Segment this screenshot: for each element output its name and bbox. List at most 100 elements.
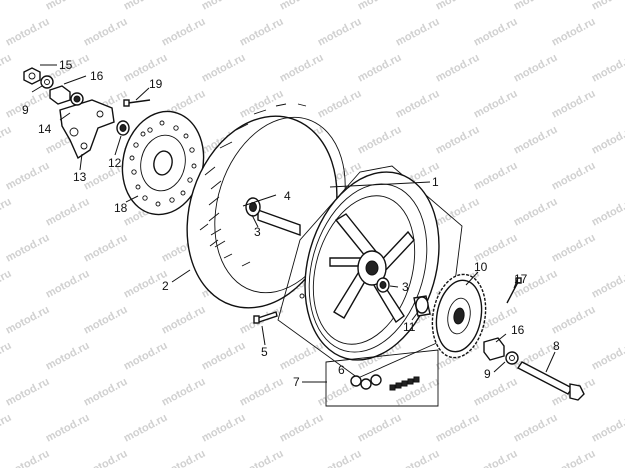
watermark-text: motod.ru [0, 124, 14, 157]
bolt-17 [506, 277, 522, 304]
watermark-text: motod.ru [550, 232, 598, 265]
watermark-text: motod.ru [0, 196, 14, 229]
watermark-text: motod.ru [160, 448, 208, 468]
watermark-text: motod.ru [160, 376, 208, 409]
watermark-text: motod.ru [394, 448, 442, 468]
watermark-text: motod.ru [44, 412, 92, 445]
watermark-text: motod.ru [44, 340, 92, 373]
callout-4: 4 [284, 189, 291, 203]
watermark-text: motod.ru [434, 0, 482, 13]
watermark-text: motod.ru [512, 196, 560, 229]
watermark-text: motod.ru [356, 0, 404, 13]
washer-9-lower [505, 351, 519, 365]
callout-17: 17 [514, 272, 528, 286]
watermark-text: motod.ru [590, 0, 625, 13]
watermark-text: motod.ru [356, 52, 404, 85]
callout-16-lower: 16 [511, 323, 525, 337]
callout-19: 19 [149, 77, 163, 91]
watermark-text: motod.ru [512, 52, 560, 85]
watermark-text: motod.ru [238, 448, 286, 468]
callout-3-right: 3 [402, 280, 409, 294]
watermark-text: motod.ru [590, 412, 625, 445]
small-ring-14 [70, 92, 84, 106]
watermark-text: motod.ru [590, 124, 625, 157]
callout-3-left: 3 [254, 225, 261, 239]
callout-15: 15 [59, 58, 73, 72]
watermark-text: motod.ru [4, 376, 52, 409]
washer-9-upper [40, 75, 54, 89]
rear-sprocket [431, 273, 487, 359]
callout-14: 14 [38, 122, 52, 136]
nut-15 [23, 67, 41, 85]
callout-2: 2 [162, 279, 169, 293]
watermark-text: motod.ru [200, 0, 248, 13]
spacer-16-upper [49, 85, 71, 105]
watermark-text: motod.ru [394, 16, 442, 49]
watermark-text: motod.ru [0, 52, 14, 85]
bearing-12 [116, 120, 130, 136]
watermark-text: motod.ru [0, 412, 14, 445]
watermark-text: motod.ru [550, 160, 598, 193]
watermark-text: motod.ru [512, 412, 560, 445]
watermark-text: motod.ru [200, 52, 248, 85]
watermark-text: motod.ru [472, 88, 520, 121]
watermark-text: motod.ru [82, 232, 130, 265]
watermark-text: motod.ru [434, 124, 482, 157]
callout-8: 8 [553, 339, 560, 353]
callout-9-upper: 9 [22, 103, 29, 117]
callout-12: 12 [108, 156, 122, 170]
watermark-text: motod.ru [200, 340, 248, 373]
callout-13: 13 [73, 170, 87, 184]
callout-5: 5 [261, 345, 268, 359]
watermark-text: motod.ru [278, 52, 326, 85]
watermark-text: motod.ru [278, 412, 326, 445]
watermark-text: motod.ru [82, 304, 130, 337]
watermark-text: motod.ru [160, 304, 208, 337]
watermark-text: motod.ru [316, 16, 364, 49]
watermark-text: motod.ru [550, 16, 598, 49]
callout-18: 18 [114, 201, 128, 215]
axle [516, 361, 585, 401]
brake-disc [121, 110, 205, 216]
watermark-text: motod.ru [82, 448, 130, 468]
watermark-text: motod.ru [122, 340, 170, 373]
watermark-text: motod.ru [0, 340, 14, 373]
watermark-text: motod.ru [4, 160, 52, 193]
watermark-text: motod.ru [82, 376, 130, 409]
watermark-text: motod.ru [238, 376, 286, 409]
watermark-text: motod.ru [472, 16, 520, 49]
watermark-text: motod.ru [512, 124, 560, 157]
callout-6: 6 [338, 363, 345, 377]
watermark-text: motod.ru [160, 16, 208, 49]
callout-11: 11 [403, 320, 416, 334]
spacer-16-lower [483, 337, 505, 361]
watermark-text: motod.ru [122, 0, 170, 13]
wheel-rim [277, 165, 463, 379]
watermark-text: motod.ru [238, 16, 286, 49]
watermark-text: motod.ru [356, 124, 404, 157]
watermark-text: motod.ru [550, 448, 598, 468]
watermark-text: motod.ru [394, 88, 442, 121]
watermark-text: motod.ru [44, 0, 92, 13]
watermark-text: motod.ru [122, 412, 170, 445]
watermark-text: motod.ru [278, 340, 326, 373]
watermark-text: motod.ru [0, 0, 14, 13]
watermark-text: motod.ru [200, 412, 248, 445]
valve-stem [253, 311, 278, 324]
watermark-text: motod.ru [82, 16, 130, 49]
callout-16-upper: 16 [90, 69, 104, 83]
watermark-text: motod.ru [512, 0, 560, 13]
watermark-text: motod.ru [590, 196, 625, 229]
callout-1: 1 [432, 175, 439, 189]
hardware-kit-box [325, 349, 439, 407]
watermark-text: motod.ru [316, 88, 364, 121]
callout-10: 10 [474, 260, 488, 274]
watermark-text: motod.ru [4, 448, 52, 468]
callout-labels: 15 16 9 14 13 19 12 18 4 3 2 1 5 6 7 3 1… [22, 58, 560, 389]
watermark-text: motod.ru [590, 52, 625, 85]
bolt-19 [123, 99, 151, 107]
watermark-text: motod.ru [472, 376, 520, 409]
watermark-text: motod.ru [434, 52, 482, 85]
callout-7: 7 [293, 375, 300, 389]
